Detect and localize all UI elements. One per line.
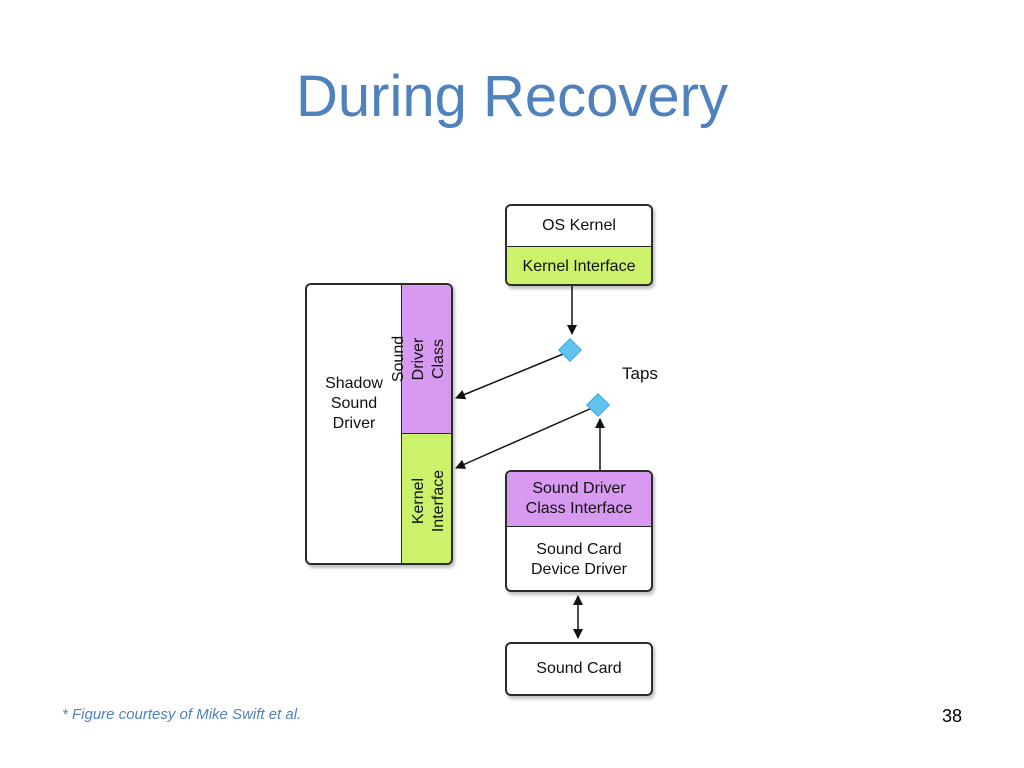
driver-class-interface-label: Sound Driver Class Interface — [507, 472, 651, 526]
sound-card-label: Sound Card — [536, 660, 622, 677]
device-driver-label: Sound Card Device Driver — [507, 526, 651, 590]
shadow-class-interface-cell: Sound Driver Class Interface — [390, 285, 451, 433]
figure-credit: * Figure courtesy of Mike Swift et al. — [62, 706, 302, 723]
device-driver-box: Sound Driver Class Interface Sound Card … — [505, 470, 653, 592]
shadow-kernel-interface-cell: Kernel Interface — [401, 433, 451, 563]
tap-diamond-1 — [557, 337, 583, 363]
tap-diamond-2 — [585, 392, 611, 418]
shadow-sound-driver-label: Shadow Sound Driver — [325, 375, 383, 432]
tap-to-shadow-kernel-arrow — [455, 407, 593, 469]
sound-card-box: Sound Card — [505, 642, 653, 696]
os-kernel-box: OS Kernel Kernel Interface — [505, 204, 653, 286]
shadow-sound-driver-box: Shadow Sound Driver Sound Driver Class I… — [305, 283, 453, 565]
shadow-class-interface-label: Sound Driver Class Interface — [389, 327, 453, 391]
os-kernel-label: OS Kernel — [542, 217, 616, 234]
tap-to-shadow-class-arrow — [455, 351, 569, 400]
page-number: 38 — [941, 706, 962, 726]
taps-label: Taps — [622, 364, 658, 383]
kernel-interface-label: Kernel Interface — [507, 246, 651, 284]
shadow-kernel-interface-label: Kernel Interface — [409, 469, 447, 532]
slide-title: During Recovery — [296, 64, 728, 129]
